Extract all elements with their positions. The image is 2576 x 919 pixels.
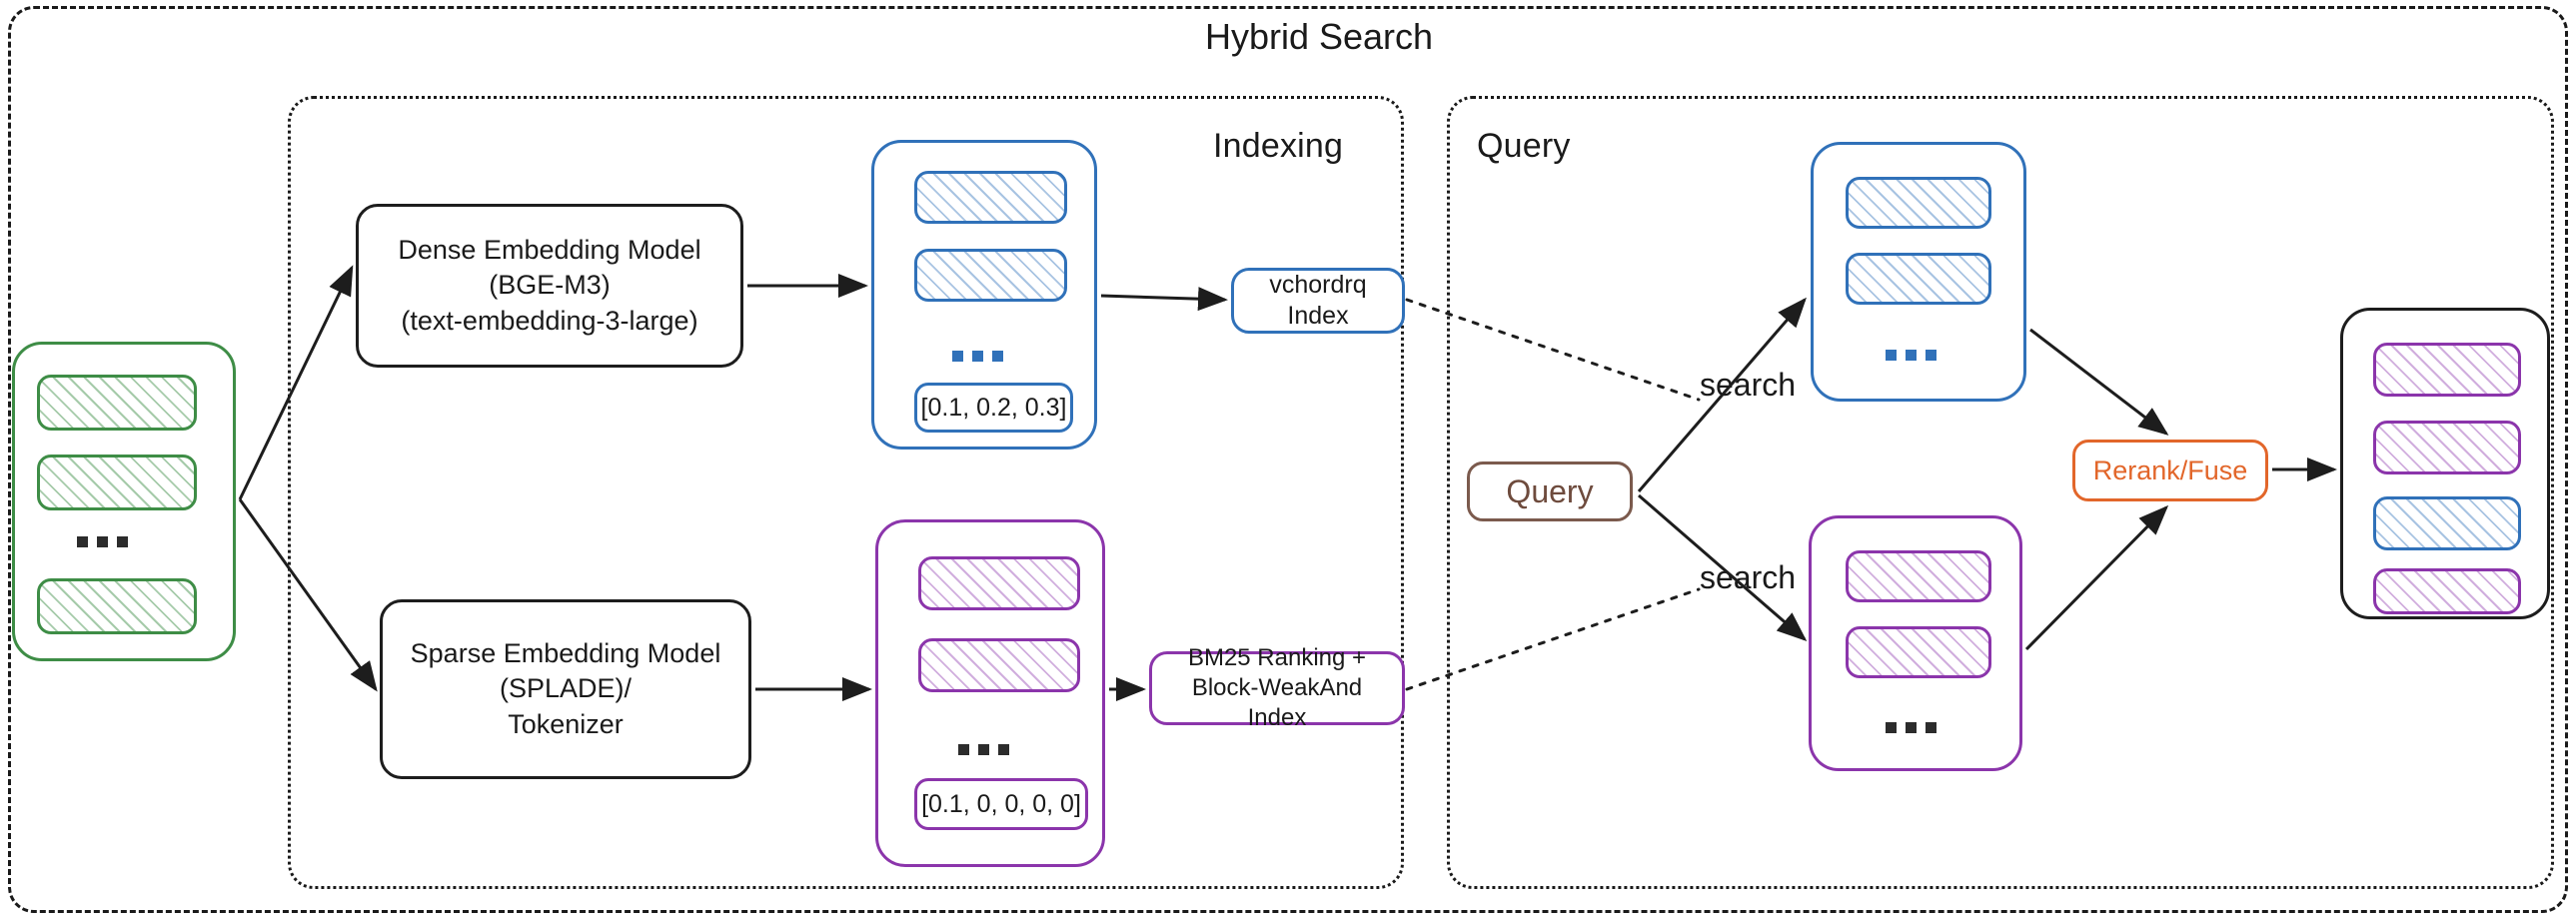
source-documents-container <box>12 342 236 661</box>
vchordrq-index-line-2: Index <box>1287 302 1349 330</box>
bm25-index-line-2: Block-WeakAnd Index <box>1191 673 1363 732</box>
sparse-embedding-model-box[interactable]: Sparse Embedding Model (SPLADE)/ Tokeniz… <box>380 599 751 779</box>
query-panel <box>1447 96 2554 889</box>
query-dense-chunk-2 <box>1846 253 1991 305</box>
rerank-fuse-box[interactable]: Rerank/Fuse <box>2072 440 2268 501</box>
source-ellipsis <box>77 536 128 547</box>
vchordrq-index-box[interactable]: vchordrq Index <box>1231 268 1405 334</box>
indexing-section-label: Indexing <box>1213 127 1344 165</box>
query-sparse-results-container <box>1809 515 2022 771</box>
source-chunk-1 <box>37 375 197 431</box>
dense-vectors-ellipsis <box>952 351 1003 362</box>
sparse-vectors-container: [0.1, 0, 0, 0, 0] <box>875 519 1105 867</box>
search-label-sparse: search <box>1698 559 1799 596</box>
query-sparse-chunk-1 <box>1846 550 1991 602</box>
sparse-vector-chunk-2 <box>918 638 1080 692</box>
page-title: Hybrid Search <box>1204 16 1434 57</box>
query-dense-results-container <box>1811 142 2026 402</box>
source-chunk-3 <box>37 578 197 634</box>
bm25-index-box[interactable]: BM25 Ranking + Block-WeakAnd Index <box>1149 644 1405 731</box>
vchordrq-index-line-1: vchordrq <box>1269 270 1367 299</box>
search-label-dense: search <box>1698 367 1799 404</box>
final-results-container <box>2340 308 2550 619</box>
final-result-item-4 <box>2373 568 2521 614</box>
dense-vector-chunk-1 <box>914 171 1067 224</box>
dense-vector-value: [0.1, 0.2, 0.3] <box>914 383 1073 433</box>
sparse-vector-chunk-1 <box>918 556 1080 610</box>
source-chunk-2 <box>37 455 197 510</box>
query-sparse-chunk-2 <box>1846 626 1991 678</box>
dense-vector-chunk-2 <box>914 249 1067 302</box>
sparse-model-line-3: Tokenizer <box>508 708 624 739</box>
sparse-vector-value: [0.1, 0, 0, 0, 0] <box>914 778 1088 830</box>
final-result-item-3 <box>2373 496 2521 550</box>
sparse-model-line-1: Sparse Embedding Model <box>410 638 721 669</box>
final-result-item-1 <box>2373 343 2521 397</box>
dense-model-line-1: Dense Embedding Model <box>398 235 701 266</box>
bm25-index-line-1: BM25 Ranking + <box>1187 643 1367 671</box>
dense-model-line-2: (BGE-M3) <box>489 270 611 301</box>
hybrid-search-panel <box>8 6 2568 913</box>
sparse-model-line-2: (SPLADE)/ <box>499 673 633 704</box>
dense-embedding-model-box[interactable]: Dense Embedding Model (BGE-M3) (text-emb… <box>356 204 743 368</box>
query-section-label: Query <box>1477 127 1571 165</box>
dense-model-line-3: (text-embedding-3-large) <box>401 305 698 336</box>
query-dense-chunk-1 <box>1846 177 1991 229</box>
query-sparse-ellipsis <box>1886 722 1936 733</box>
dense-vectors-container: [0.1, 0.2, 0.3] <box>871 140 1097 450</box>
final-result-item-2 <box>2373 421 2521 474</box>
query-dense-ellipsis <box>1886 350 1936 361</box>
sparse-vectors-ellipsis <box>958 744 1009 755</box>
query-pill[interactable]: Query <box>1467 461 1633 521</box>
